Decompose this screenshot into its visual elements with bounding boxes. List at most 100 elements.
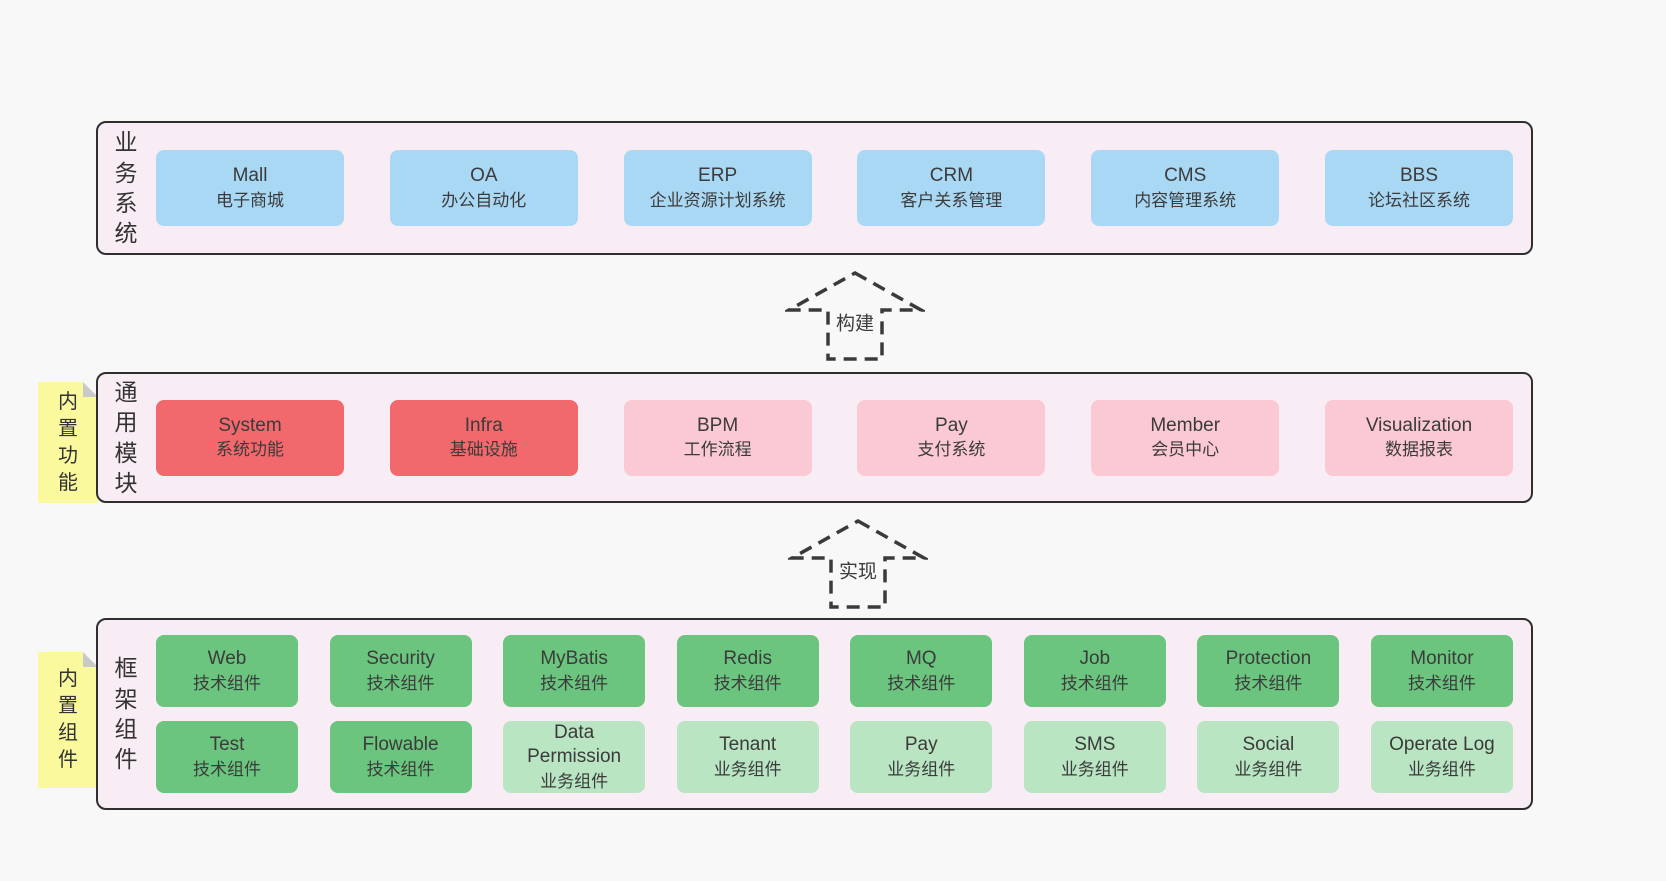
band-common-modules: 通用模块 System 系统功能 Infra 基础设施 BPM 工作流程 Pay… [96, 372, 1533, 503]
box-pay-system: Pay 支付系统 [857, 399, 1046, 476]
arrow-up-icon [785, 270, 925, 361]
box-bpm: BPM 工作流程 [623, 399, 812, 476]
box-row: Mall 电子商城 OA 办公自动化 ERP 企业资源计划系统 CRM 客户关系… [156, 150, 1513, 226]
box-protection: Protection 技术组件 [1197, 635, 1340, 707]
sticky-note-built-in-features: 内置功能 [38, 382, 98, 503]
box-title: Mall [232, 165, 268, 187]
box-title: Visualization [1365, 414, 1473, 436]
box-subtitle: 内容管理系统 [1134, 190, 1237, 210]
band-label: 框架组件 [114, 655, 138, 773]
box-mq: MQ 技术组件 [850, 635, 993, 707]
box-title: Pay [904, 734, 938, 756]
box-title: Operate Log [1389, 734, 1495, 756]
box-subtitle: 工作流程 [683, 440, 752, 460]
arrow-implement: 实现 [788, 518, 928, 610]
box-title: Test [209, 734, 245, 756]
box-title: CMS [1164, 165, 1207, 187]
band-framework-components: 框架组件 Web 技术组件 Security 技术组件 MyBatis 技术组件… [96, 618, 1533, 810]
box-redis: Redis 技术组件 [676, 635, 819, 707]
box-title: Infra [464, 414, 503, 436]
arrow-build: 构建 [785, 270, 925, 362]
box-visualization: Visualization 数据报表 [1324, 399, 1513, 476]
box-title: BBS [1399, 165, 1438, 187]
box-operate-log: Operate Log 业务组件 [1370, 721, 1513, 793]
box-subtitle: 技术组件 [1407, 673, 1476, 693]
box-web: Web 技术组件 [156, 635, 298, 707]
box-subtitle: 业务组件 [1060, 759, 1129, 779]
sticky-note-built-in-components: 内置组件 [38, 652, 98, 788]
box-subtitle: 业务组件 [713, 759, 782, 779]
band-content: Web 技术组件 Security 技术组件 MyBatis 技术组件 Redi… [156, 635, 1531, 793]
box-mall: Mall 电子商城 [156, 150, 344, 226]
box-title: Data Permission [527, 722, 622, 767]
box-member: Member 会员中心 [1091, 399, 1280, 476]
box-subtitle: 技术组件 [540, 673, 609, 693]
band-content: Mall 电子商城 OA 办公自动化 ERP 企业资源计划系统 CRM 客户关系… [156, 150, 1531, 226]
box-subtitle: 办公自动化 [441, 190, 527, 210]
box-monitor: Monitor 技术组件 [1370, 635, 1513, 707]
box-infra: Infra 基础设施 [389, 399, 578, 476]
box-subtitle: 业务组件 [1407, 759, 1476, 779]
box-row: System 系统功能 Infra 基础设施 BPM 工作流程 Pay 支付系统… [156, 399, 1513, 476]
box-job: Job 技术组件 [1023, 635, 1166, 707]
box-subtitle: 技术组件 [1060, 673, 1129, 693]
box-subtitle: 系统功能 [216, 440, 284, 460]
box-row: Web 技术组件 Security 技术组件 MyBatis 技术组件 Redi… [156, 635, 1513, 707]
box-title: Pay [935, 414, 968, 436]
box-subtitle: 业务组件 [1234, 759, 1303, 779]
box-title: Social [1242, 734, 1295, 756]
box-subtitle: 论坛社区系统 [1367, 190, 1470, 210]
box-title: MyBatis [540, 648, 608, 670]
box-sms: SMS 业务组件 [1023, 721, 1166, 793]
box-pay-component: Pay 业务组件 [850, 721, 993, 793]
box-test: Test 技术组件 [156, 721, 298, 793]
box-title: Protection [1225, 648, 1312, 670]
sticky-label: 内置组件 [58, 668, 78, 771]
box-oa: OA 办公自动化 [389, 150, 578, 226]
band-business-systems: 业务系统 Mall 电子商城 OA 办公自动化 ERP 企业资源计划系统 CRM… [96, 121, 1533, 255]
box-subtitle: 企业资源计划系统 [649, 190, 786, 210]
band-label: 通用模块 [114, 378, 138, 496]
box-title: CRM [929, 165, 974, 187]
box-system: System 系统功能 [156, 399, 344, 476]
box-subtitle: 技术组件 [366, 673, 435, 693]
box-crm: CRM 客户关系管理 [857, 150, 1046, 226]
box-title: SMS [1074, 734, 1116, 756]
band-label: 业务系统 [114, 129, 138, 247]
arrow-label: 实现 [835, 554, 881, 586]
box-subtitle: 业务组件 [540, 771, 609, 791]
box-subtitle: 客户关系管理 [900, 190, 1003, 210]
arrow-up-icon [788, 518, 928, 609]
box-social: Social 业务组件 [1197, 721, 1340, 793]
box-title: Security [366, 648, 435, 670]
box-mybatis: MyBatis 技术组件 [503, 635, 646, 707]
box-subtitle: 业务组件 [887, 759, 956, 779]
box-bbs: BBS 论坛社区系统 [1324, 150, 1513, 226]
box-title: Flowable [362, 734, 439, 756]
box-erp: ERP 企业资源计划系统 [623, 150, 812, 226]
box-title: ERP [698, 165, 738, 187]
box-subtitle: 技术组件 [887, 673, 956, 693]
box-subtitle: 基础设施 [449, 440, 518, 460]
box-row: Test 技术组件 Flowable 技术组件 Data Permission … [156, 721, 1513, 793]
box-tenant: Tenant 业务组件 [676, 721, 819, 793]
box-subtitle: 技术组件 [1234, 673, 1303, 693]
box-title: BPM [697, 414, 739, 436]
box-title: OA [470, 165, 498, 187]
box-subtitle: 支付系统 [917, 440, 986, 460]
band-content: System 系统功能 Infra 基础设施 BPM 工作流程 Pay 支付系统… [156, 399, 1531, 476]
box-subtitle: 数据报表 [1384, 440, 1453, 460]
box-title: Monitor [1410, 648, 1474, 670]
box-subtitle: 技术组件 [713, 673, 782, 693]
box-subtitle: 技术组件 [366, 759, 435, 779]
box-title: Tenant [719, 734, 777, 756]
box-title: System [218, 414, 282, 436]
box-title: Web [207, 648, 247, 670]
box-title: Member [1150, 414, 1221, 436]
box-security: Security 技术组件 [329, 635, 472, 707]
box-subtitle: 会员中心 [1151, 440, 1220, 460]
box-title: Job [1079, 648, 1111, 670]
box-title: MQ [905, 648, 937, 670]
sticky-label: 内置功能 [58, 390, 78, 494]
